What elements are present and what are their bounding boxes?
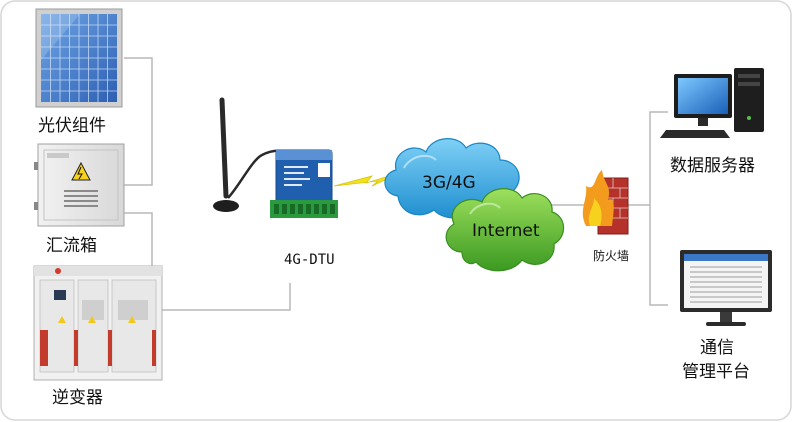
solar-panel-label: 光伏组件	[38, 116, 106, 136]
platform-monitor-icon	[680, 250, 772, 326]
firewall-icon	[582, 170, 629, 235]
data-server-label: 数据服务器	[670, 156, 755, 176]
platform-label-line1: 通信	[700, 338, 734, 358]
cloud-3g4g-label: 3G/4G	[422, 173, 476, 193]
combiner-box-icon	[34, 143, 125, 227]
inverter-icon	[33, 265, 163, 381]
platform-label-line2: 管理平台	[682, 362, 750, 382]
firewall-label: 防火墙	[593, 249, 630, 263]
data-server-icon	[660, 68, 764, 138]
dtu-label: 4G-DTU	[284, 252, 335, 268]
cloud-internet-label: Internet	[472, 221, 540, 241]
dtu-device-icon	[270, 149, 338, 218]
cloud-internet-icon	[445, 188, 565, 272]
solar-panel-icon	[35, 8, 123, 108]
inverter-label: 逆变器	[52, 388, 103, 408]
combiner-box-label: 汇流箱	[46, 236, 97, 256]
